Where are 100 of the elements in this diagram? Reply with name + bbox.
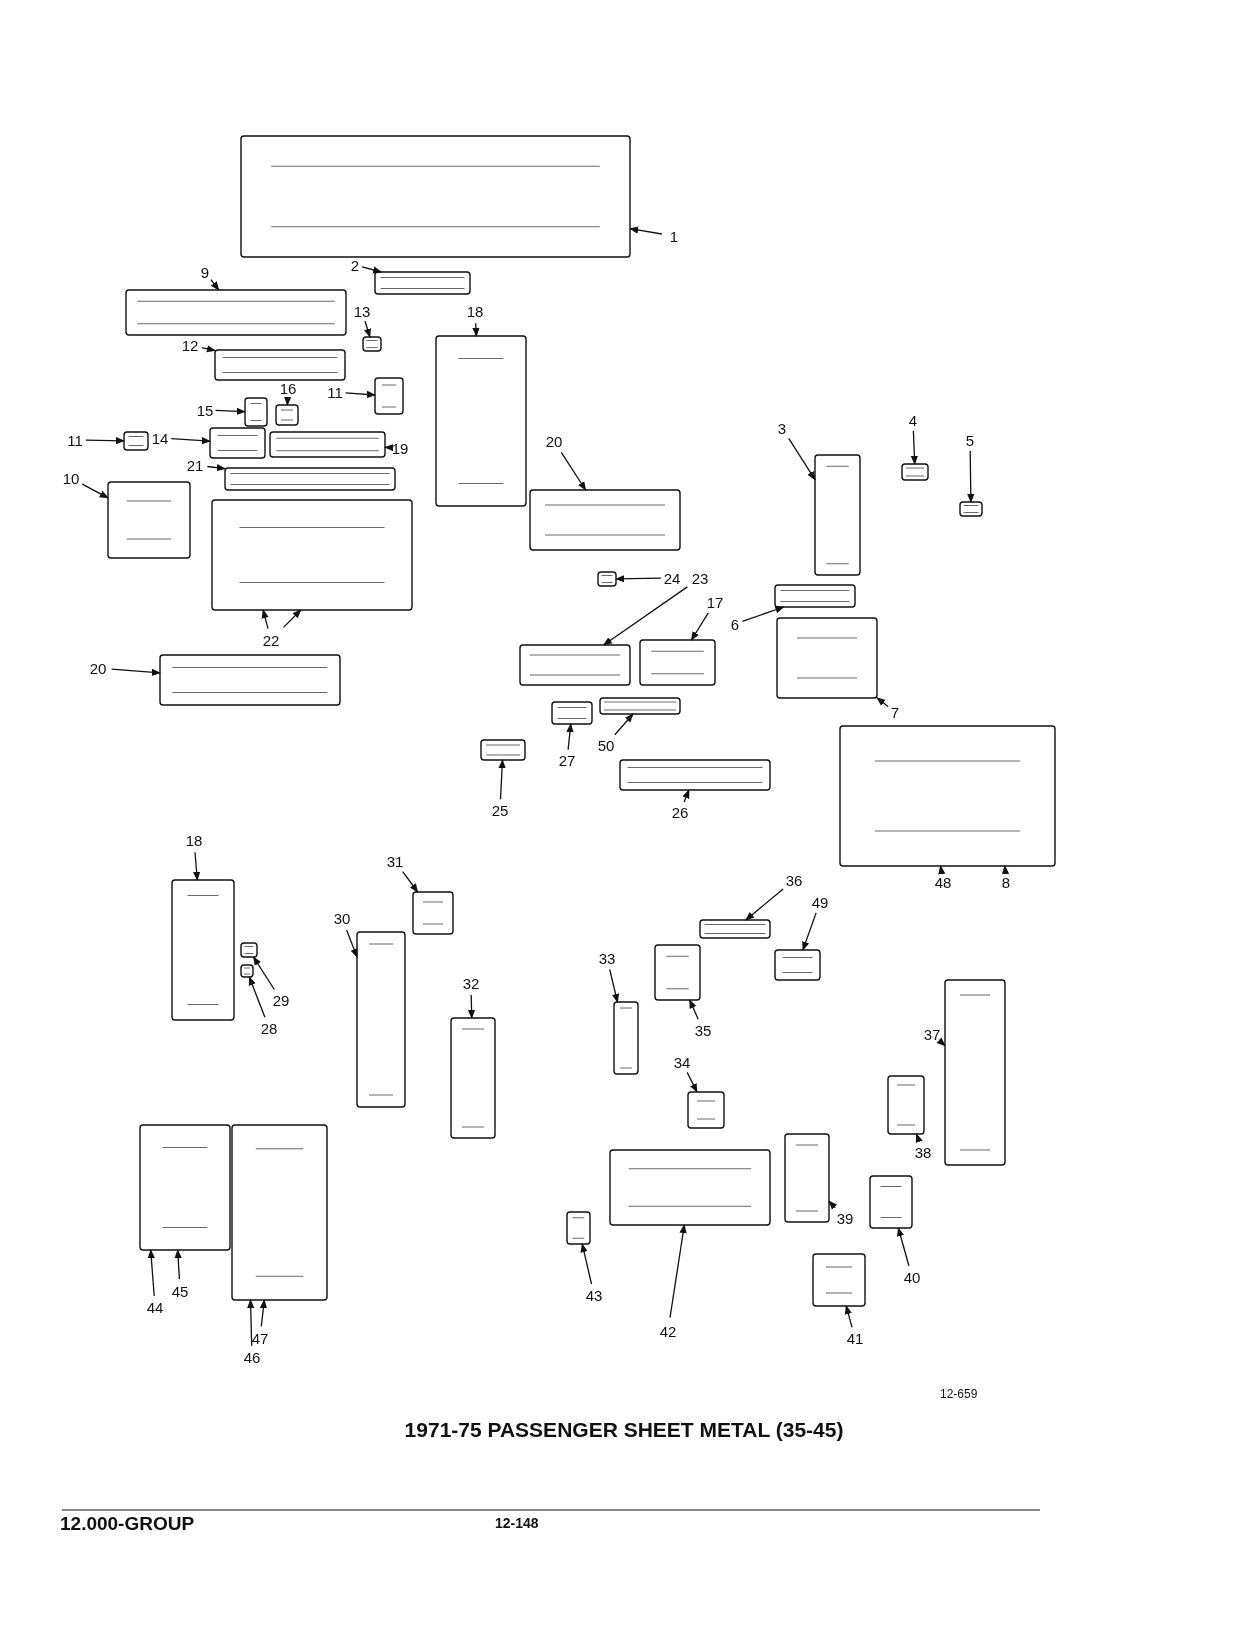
leader-line: [615, 575, 662, 583]
sheet-metal-part-drawing: [814, 454, 861, 576]
leader-line: [259, 1299, 267, 1328]
callout-number: 4: [907, 411, 919, 429]
sheet-metal-part-drawing: [224, 467, 396, 491]
sheet-metal-part-drawing: [159, 654, 341, 706]
callout-number: 26: [670, 803, 690, 821]
callout-number: 27: [557, 751, 577, 769]
sheet-metal-part-drawing: [639, 639, 716, 686]
leader-line: [282, 609, 302, 629]
leader-line: [580, 1243, 593, 1285]
sheet-metal-part-drawing: [551, 701, 593, 725]
callout-number: 35: [693, 1021, 713, 1039]
leader-line: [384, 444, 394, 452]
sheet-metal-part-drawing: [275, 404, 299, 426]
sheet-metal-part-drawing: [839, 725, 1056, 867]
callout-number: 7: [889, 703, 901, 721]
callout-number: 20: [88, 659, 108, 677]
callout-number: 12: [180, 336, 200, 354]
sheet-metal-part-drawing: [609, 1149, 771, 1226]
sheet-metal-part-drawing: [869, 1175, 913, 1229]
callout-number: 5: [964, 431, 976, 449]
callout-number: 23: [690, 569, 710, 587]
sheet-metal-part-drawing: [171, 879, 235, 1021]
sheet-metal-part-drawing: [240, 942, 258, 958]
sheet-metal-part-drawing: [901, 463, 929, 481]
callout-number: 25: [490, 801, 510, 819]
sheet-metal-part-drawing: [654, 944, 701, 1001]
leader-line: [690, 612, 709, 641]
callout-number: 15: [195, 401, 215, 419]
callout-number: 18: [184, 831, 204, 849]
leader-line: [201, 345, 216, 353]
sheet-metal-part-drawing: [687, 1091, 725, 1129]
callout-number: 16: [278, 379, 298, 397]
leader-line: [252, 956, 275, 991]
leader-line: [498, 759, 506, 800]
callout-number: 50: [596, 736, 616, 754]
leader-line: [741, 606, 785, 623]
sheet-metal-part-drawing: [887, 1075, 925, 1135]
sheet-metal-part-drawing: [944, 979, 1006, 1166]
leader-line: [261, 609, 269, 630]
sheet-metal-part-drawing: [211, 499, 413, 611]
leader-line: [472, 322, 480, 337]
callout-number: 1: [668, 227, 680, 245]
leader-line: [682, 789, 690, 803]
callout-number: 40: [902, 1268, 922, 1286]
callout-number: 38: [913, 1143, 933, 1161]
leader-line: [361, 266, 383, 274]
leader-line: [915, 1133, 923, 1143]
callout-number: 2: [349, 256, 361, 274]
callout-number: 18: [465, 302, 485, 320]
callout-number: 46: [242, 1348, 262, 1366]
callout-number: 37: [922, 1025, 942, 1043]
sheet-metal-part-drawing: [356, 931, 406, 1108]
sheet-metal-part-drawing: [619, 759, 771, 791]
sheet-metal-part-drawing: [269, 431, 386, 458]
sheet-metal-part-drawing: [959, 501, 983, 517]
group-number: 12.000-GROUP: [60, 1513, 195, 1535]
callout-number: 24: [662, 569, 682, 587]
callout-number: 43: [584, 1286, 604, 1304]
leader-line: [364, 320, 371, 338]
leader-line: [629, 226, 663, 235]
leader-line: [467, 994, 476, 1019]
callout-number: 36: [784, 871, 804, 889]
page-number: 12-148: [495, 1515, 539, 1531]
sheet-metal-part-drawing: [139, 1124, 231, 1251]
sheet-metal-part-drawing: [244, 397, 268, 427]
leader-line: [566, 723, 574, 751]
leader-line: [689, 999, 699, 1020]
callout-number: 33: [597, 949, 617, 967]
callout-number: 48: [933, 873, 953, 891]
callout-number: 10: [61, 469, 81, 487]
callout-number: 39: [835, 1209, 855, 1227]
leader-line: [936, 1037, 946, 1047]
sheet-metal-part-drawing: [362, 336, 382, 352]
leader-line: [609, 968, 620, 1003]
leader-line: [938, 865, 946, 875]
callout-number: 6: [729, 615, 741, 633]
callout-number: 13: [352, 302, 372, 320]
sheet-metal-part-drawing: [519, 644, 631, 686]
leader-line: [110, 668, 161, 676]
leader-line: [85, 437, 125, 445]
sheet-metal-part-drawing: [774, 949, 821, 981]
callout-number: 32: [461, 974, 481, 992]
leader-line: [170, 437, 211, 445]
leader-line: [602, 586, 688, 646]
sheet-metal-part-drawing: [529, 489, 681, 551]
callout-number: 14: [150, 429, 170, 447]
leader-line: [910, 429, 918, 465]
leader-line: [206, 464, 226, 472]
callout-number: 8: [1000, 873, 1012, 891]
callout-number: 47: [250, 1329, 270, 1347]
sheet-metal-part-drawing: [774, 584, 856, 608]
callout-number: 31: [385, 852, 405, 870]
sheet-metal-part-drawing: [374, 271, 471, 295]
sheet-metal-part-drawing: [231, 1124, 328, 1301]
callout-number: 49: [810, 893, 830, 911]
sheet-metal-part-drawing: [599, 697, 681, 715]
drawing-number: 12-659: [940, 1387, 978, 1401]
leader-line: [788, 437, 816, 481]
